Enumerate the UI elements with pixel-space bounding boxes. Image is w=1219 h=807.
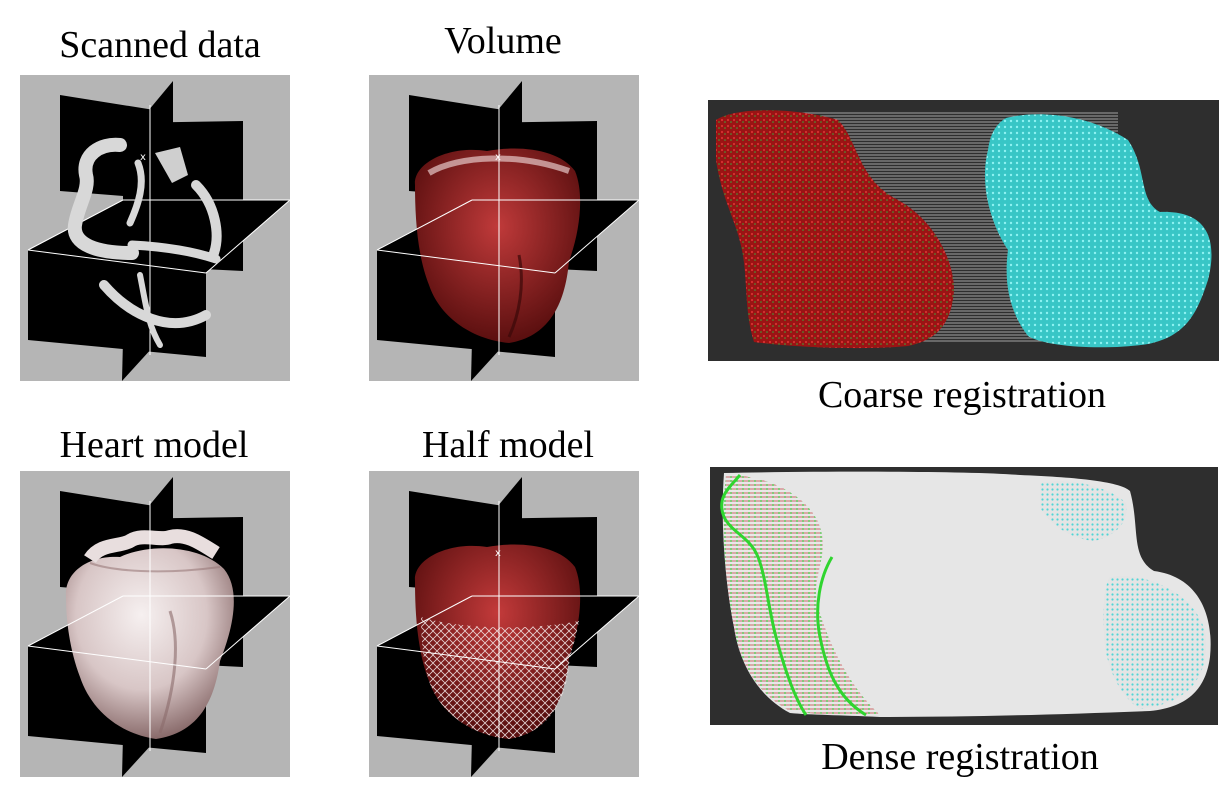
caption-heart-model: Heart model [59, 424, 249, 466]
dense-registration-panel [710, 467, 1218, 725]
svg-text:x: x [495, 548, 501, 559]
scanned-data-panel: x [20, 75, 290, 381]
coarse-registration-panel [708, 100, 1219, 361]
caption-volume: Volume [444, 20, 562, 62]
half-model-panel: x [369, 471, 639, 777]
caption-scanned-data: Scanned data [59, 24, 261, 66]
svg-text:x: x [140, 152, 146, 163]
svg-text:x: x [495, 152, 501, 163]
caption-dense-registration: Dense registration [821, 736, 1099, 778]
caption-half-model: Half model [421, 424, 594, 466]
caption-coarse-registration: Coarse registration [817, 374, 1107, 416]
volume-panel: x [369, 75, 639, 381]
heart-model-panel [20, 471, 290, 777]
